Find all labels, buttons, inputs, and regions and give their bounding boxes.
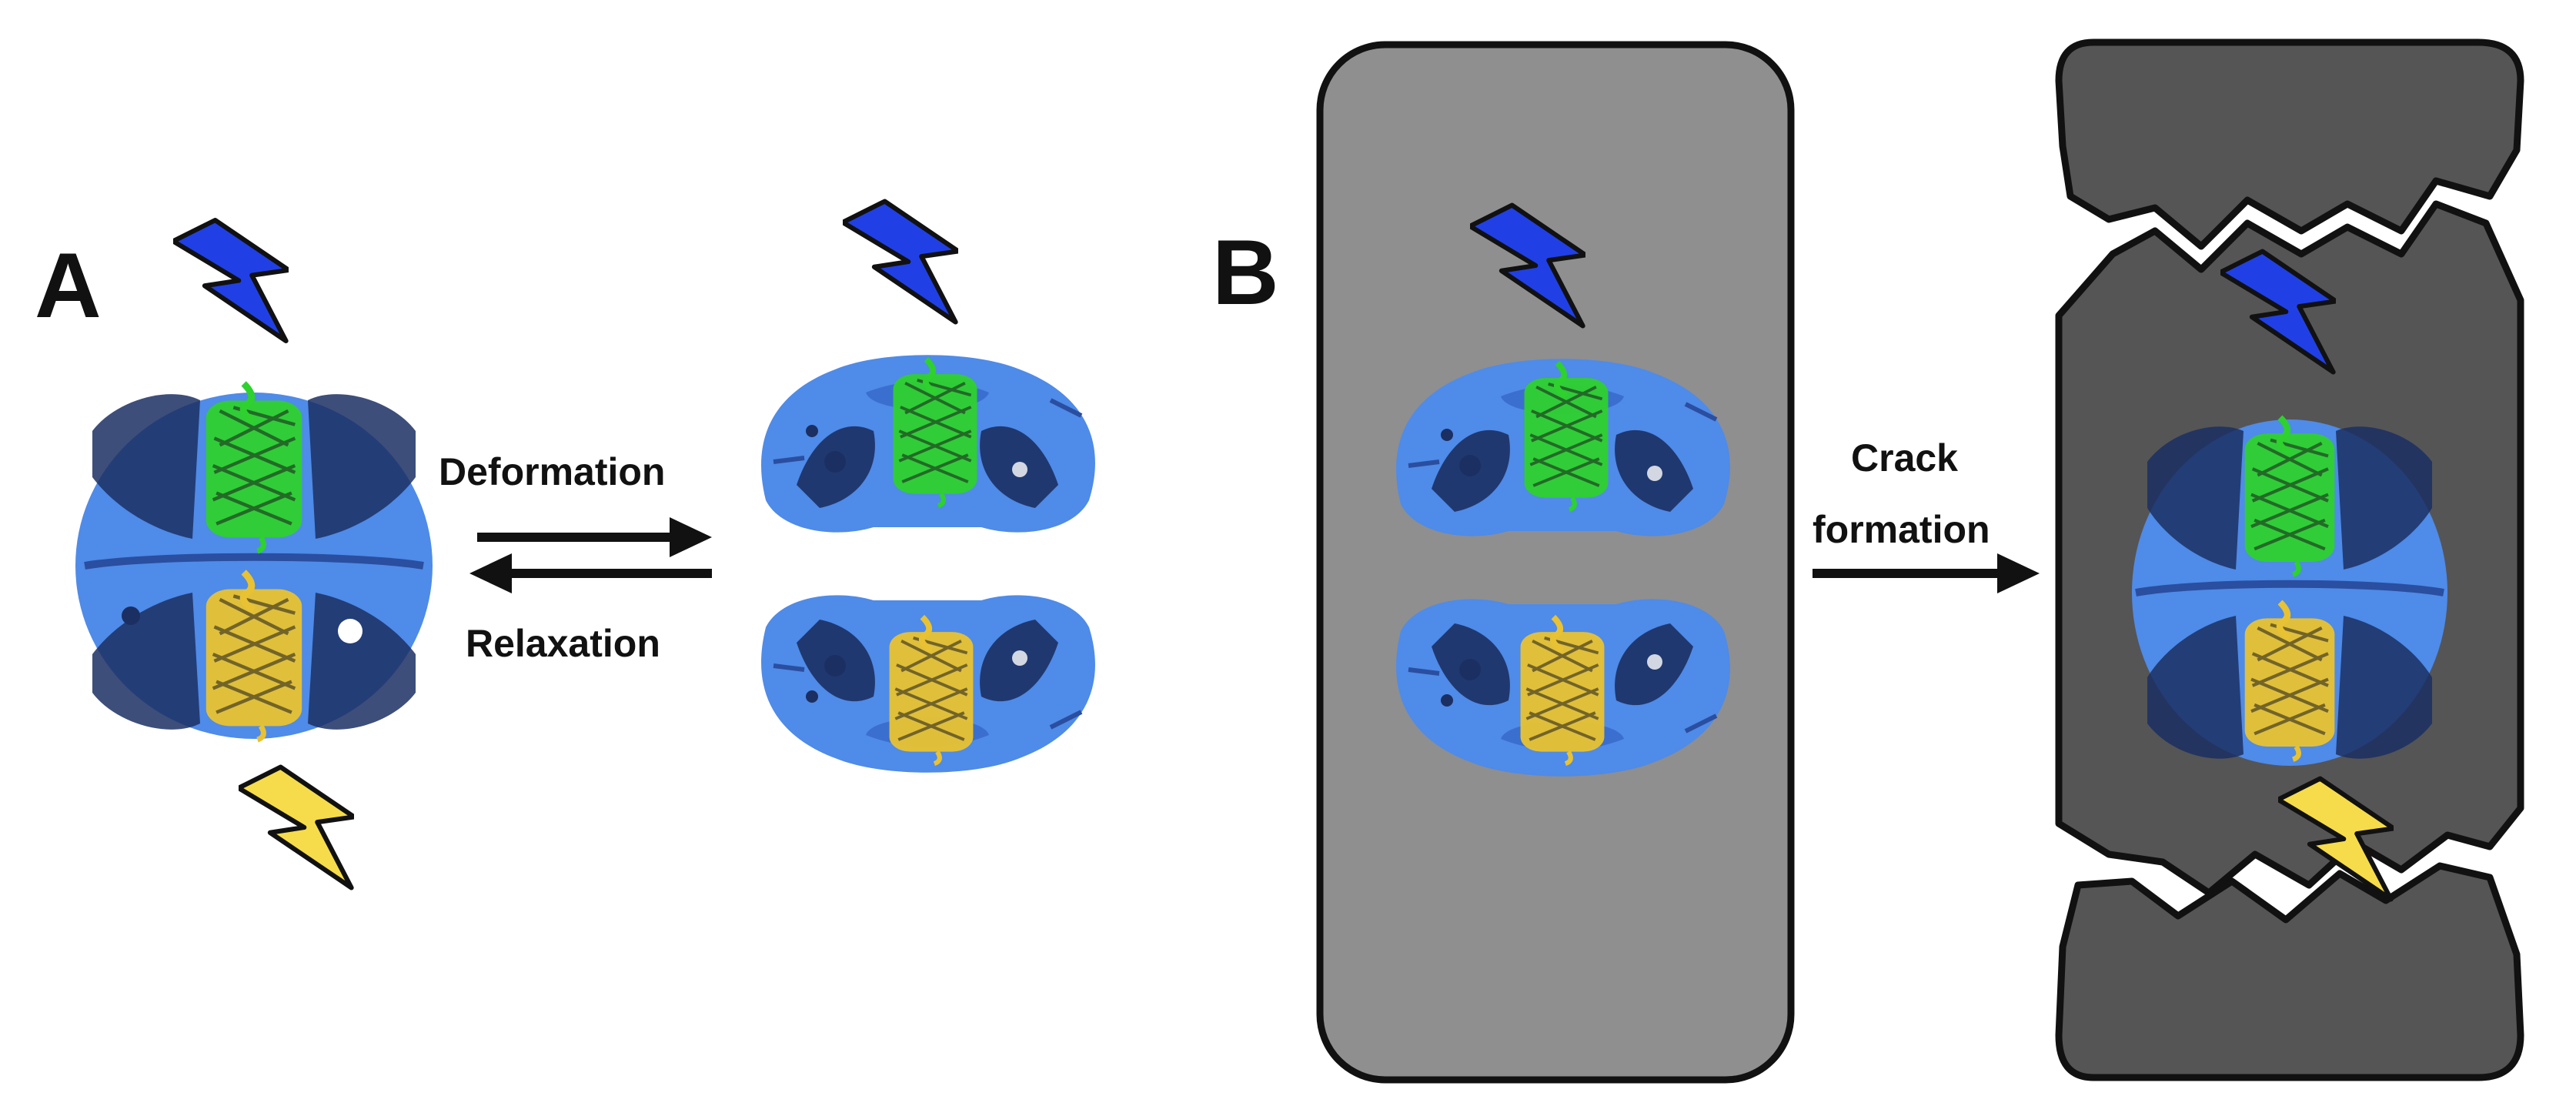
intact-gel-block [1316,41,1795,1084]
panel-letter-b: B [1212,221,1279,324]
label-deformation: Deformation [439,450,665,493]
yellow-fluorescent-barrel [206,572,302,740]
intact-protein-cage [75,383,433,740]
lightning-bolt-icon [843,202,958,322]
arrow-right-icon [1813,553,2040,593]
yellow-fluorescent-barrel [1521,617,1605,764]
arrow-left-icon [469,553,712,593]
cracked-gel-top-fragment [2055,38,2524,250]
panel-letter-a: A [35,234,102,337]
label-crack: Crack [1851,436,1958,479]
yellow-fluorescent-barrel [2245,603,2335,760]
green-fluorescent-barrel [206,383,302,551]
arrow-right-icon [477,517,712,557]
label-relaxation: Relaxation [466,622,660,665]
green-fluorescent-barrel [2245,418,2335,575]
cracked-gel-bottom-fragment [2055,862,2524,1081]
label-formation: formation [1813,508,1990,551]
separated-cage-top-half [1396,359,1730,536]
intact-protein-cage [2132,418,2447,766]
lightning-bolt-icon [173,220,289,341]
lightning-bolt-icon [239,767,354,888]
yellow-fluorescent-barrel [890,617,974,764]
separated-cage-top-half [761,355,1095,532]
